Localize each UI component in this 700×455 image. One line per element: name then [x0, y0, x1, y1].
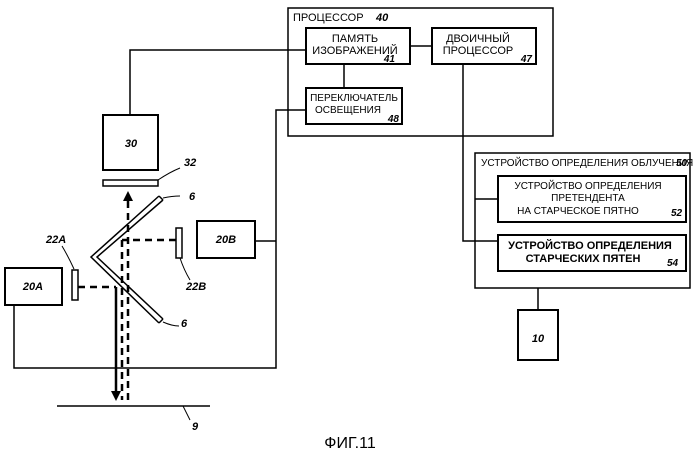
filter-22b: 22B: [176, 228, 206, 293]
binary-processor-line2: ПРОЦЕССОР: [443, 45, 514, 57]
age-spot-device-line1: УСТРОЙСТВО ОПРЕДЕЛЕНИЯ: [508, 239, 672, 252]
candidate-device-line2: ПРЕТЕНДЕНТА: [551, 193, 625, 204]
age-spot-device-block: УСТРОЙСТВО ОПРЕДЕЛЕНИЯ СТАРЧЕСКИХ ПЯТЕН …: [498, 235, 686, 271]
light-beams: [78, 196, 176, 400]
camera-block: 30: [103, 115, 158, 170]
binary-processor-block: ДВОИЧНЫЙ ПРОЦЕССОР 47: [432, 28, 536, 65]
filter-22a-number: 22A: [45, 234, 66, 246]
image-memory-block: ПАМЯТЬ ИЗОБРАЖЕНИЙ 41: [306, 28, 410, 65]
beam-splitter-mirrors: 6 6: [91, 191, 196, 330]
illumination-switch-block: ПЕРЕКЛЮЧАТЕЛЬ ОСВЕЩЕНИЯ 48: [306, 88, 402, 125]
age-spot-device-number: 54: [667, 258, 679, 269]
camera-number: 30: [125, 138, 138, 150]
surface-number: 9: [192, 421, 199, 433]
candidate-device-number: 52: [671, 208, 683, 219]
light-source-20b: 20B: [197, 221, 255, 258]
filter-32: 32: [103, 157, 196, 186]
irradiation-device-number: 50: [676, 158, 688, 169]
figure-caption: ФИГ.11: [324, 435, 376, 452]
irradiation-device-block: УСТРОЙСТВО ОПРЕДЕЛЕНИЯ ОБЛУЧЕНИЯ 50: [475, 153, 693, 288]
illumination-switch-number: 48: [387, 114, 400, 125]
output-number: 10: [532, 333, 545, 345]
connection-lines: [14, 46, 538, 368]
illumination-switch-line2: ОСВЕЩЕНИЯ: [315, 105, 381, 116]
mirror-top-number: 6: [189, 191, 196, 203]
skin-surface-9: 9: [57, 406, 210, 433]
image-memory-line1: ПАМЯТЬ: [332, 33, 378, 45]
light-source-20b-number: 20B: [215, 234, 236, 246]
age-spot-device-line2: СТАРЧЕСКИХ ПЯТЕН: [526, 253, 641, 265]
processor-label: ПРОЦЕССОР: [293, 12, 364, 24]
candidate-device-block: УСТРОЙСТВО ОПРЕДЕЛЕНИЯ ПРЕТЕНДЕНТА НА СТ…: [498, 176, 686, 222]
processor-number: 40: [375, 12, 389, 24]
image-memory-number: 41: [383, 54, 396, 65]
irradiation-device-label: УСТРОЙСТВО ОПРЕДЕЛЕНИЯ ОБЛУЧЕНИЯ: [481, 156, 693, 169]
filter-32-number: 32: [184, 157, 196, 169]
output-box-10: 10: [518, 310, 558, 360]
light-source-20a-number: 20A: [22, 281, 43, 293]
light-source-20a: 20A: [5, 268, 62, 305]
illumination-switch-line1: ПЕРЕКЛЮЧАТЕЛЬ: [310, 93, 398, 104]
binary-processor-number: 47: [520, 54, 533, 65]
filter-22b-number: 22B: [185, 281, 206, 293]
candidate-device-line1: УСТРОЙСТВО ОПРЕДЕЛЕНИЯ: [514, 179, 661, 192]
candidate-device-line3: НА СТАРЧЕСКОЕ ПЯТНО: [517, 206, 639, 217]
mirror-bottom-number: 6: [181, 318, 188, 330]
binary-processor-line1: ДВОИЧНЫЙ: [446, 32, 510, 45]
